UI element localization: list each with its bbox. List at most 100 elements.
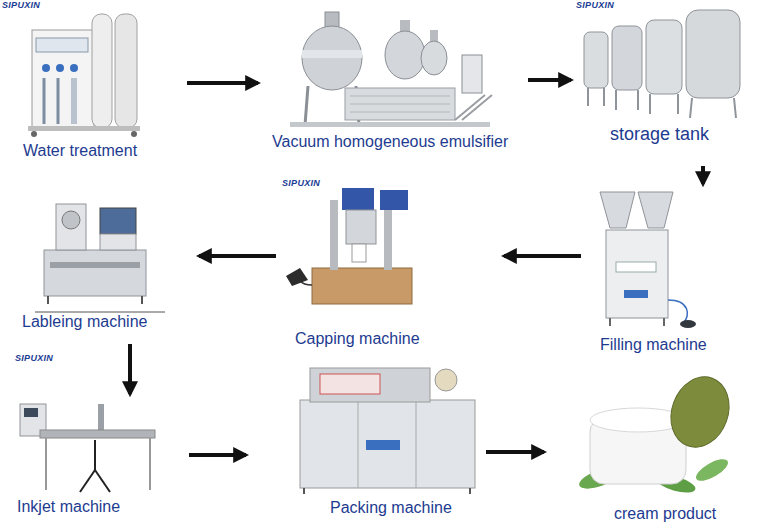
inkjet-machine-illustration-part (94, 440, 96, 470)
storage-tank-illustration-part (677, 94, 679, 114)
inkjet-machine-illustration-part (80, 470, 95, 492)
packing-machine-illustration-part (320, 374, 380, 394)
stage-label: Filling machine (585, 336, 737, 354)
storage-tank-illustration-part (615, 90, 617, 110)
water-treatment-illustration-part (57, 78, 60, 124)
labeling-machine-illustration-part (50, 262, 140, 268)
water-treatment-illustration-part (31, 131, 37, 137)
inkjet-machine-illustration-part (98, 404, 104, 430)
capping-machine-illustration-part (384, 200, 392, 270)
inkjet-machine-illustration-part (24, 408, 38, 417)
packing-machine-illustration-part (358, 400, 359, 488)
water-treatment-illustration-part (43, 78, 46, 124)
emulsifier-stage: Vacuum homogeneous emulsifier (262, 2, 524, 162)
filling-machine-illustration-part (616, 262, 656, 272)
product-stage: cream product (548, 385, 760, 525)
packing-stage: Packing machine (250, 360, 482, 525)
inkjet-machine-illustration (20, 404, 155, 492)
emulsifier-illustration-part (350, 104, 450, 105)
stage-label: Packing machine (250, 499, 482, 517)
capping-machine-illustration-part (312, 268, 412, 304)
inkjet-machine-illustration-part (149, 438, 151, 490)
storage-tank-illustration (584, 10, 740, 118)
inkjet-machine-illustration-part (40, 430, 155, 438)
packing-machine-illustration-part (435, 369, 457, 391)
stage-label: Inkjet machine (12, 498, 185, 516)
filling-machine-illustration-part (606, 230, 668, 318)
capping-machine-illustration-part (342, 188, 374, 210)
capping-machine-illustration-part (346, 210, 376, 244)
emulsifier-illustration-part (421, 41, 447, 75)
filling-machine-illustration-part (663, 318, 665, 326)
filling-machine-illustration-part (680, 320, 696, 328)
labeling-machine-illustration-part (100, 234, 136, 250)
filling-machine-illustration-part (624, 290, 648, 298)
flow-arrow (189, 453, 246, 457)
packing-machine-illustration-part (310, 368, 430, 402)
packing-machine-illustration-part (300, 400, 475, 488)
stage-label: Water treatment (15, 142, 183, 160)
labeling-machine-illustration-part (141, 296, 143, 304)
water-treatment-illustration-part (28, 126, 140, 131)
emulsifier-illustration (290, 12, 492, 127)
brand-watermark: SIPUXIN (2, 0, 40, 10)
capping-machine-illustration-part (286, 268, 308, 286)
packing-machine-illustration-part (366, 440, 400, 450)
flow-arrow (128, 344, 132, 394)
labeling-machine-illustration-part (35, 312, 165, 313)
water-treatment-illustration-part (32, 30, 94, 128)
filling-stage: Filling machine (585, 188, 737, 360)
stage-label: Lableing machine (15, 313, 195, 331)
emulsifier-illustration-part (345, 88, 455, 120)
packing-machine-illustration-part (416, 400, 417, 488)
brand-watermark: SIPUXIN (576, 0, 614, 10)
flow-arrow (504, 254, 581, 258)
emulsifier-illustration-part (305, 86, 308, 125)
emulsifier-illustration-part (350, 96, 450, 97)
inkjet-stage: Inkjet machine (12, 398, 185, 522)
water-treatment-stage: Water treatment (15, 2, 183, 164)
storage-tank-illustration-part (646, 20, 682, 94)
capping-stage: Capping machine (280, 178, 500, 353)
flow-arrow (486, 450, 544, 454)
filling-machine-illustration (600, 192, 696, 328)
labeling-machine-illustration (35, 204, 165, 312)
storage-tank-illustration-part (612, 26, 642, 90)
storage-tank-illustration-part (603, 88, 605, 106)
flow-arrow (528, 78, 571, 82)
storage-tank-illustration-part (587, 88, 589, 106)
stage-label: storage tank (575, 124, 750, 145)
water-treatment-illustration-part (71, 78, 77, 124)
labeling-stage: Lableing machine (15, 190, 195, 340)
cream-jar-illustration-part (693, 455, 731, 485)
packing-machine-illustration (300, 368, 475, 494)
storage-tank-stage: storage tank (575, 2, 750, 162)
filling-machine-illustration-part (600, 192, 635, 228)
cream-jar-illustration (577, 369, 739, 496)
storage-tank-illustration-part (734, 98, 736, 118)
filling-machine-illustration-part (609, 318, 611, 326)
flow-arrow (199, 254, 276, 258)
stage-label: Vacuum homogeneous emulsifier (262, 133, 524, 151)
labeling-machine-illustration-part (44, 250, 146, 296)
packing-machine-illustration-part (303, 488, 305, 494)
flow-arrow (701, 166, 705, 184)
cream-jar-illustration-part (661, 369, 738, 456)
water-treatment-illustration-part (115, 14, 137, 128)
filling-machine-illustration-part (668, 300, 687, 322)
water-treatment-illustration-part (56, 64, 64, 72)
brand-watermark: SIPUXIN (15, 353, 53, 363)
capping-machine-illustration-part (330, 200, 338, 270)
brand-watermark: SIPUXIN (282, 178, 320, 188)
emulsifier-illustration-part (385, 31, 425, 79)
storage-tank-illustration-part (690, 98, 692, 118)
labeling-machine-illustration-part (62, 211, 80, 229)
capping-machine-illustration (286, 188, 412, 304)
storage-tank-illustration-part (584, 32, 608, 88)
water-treatment-illustration (28, 14, 140, 137)
labeling-machine-illustration-part (100, 208, 136, 234)
stage-label: Capping machine (280, 330, 500, 348)
